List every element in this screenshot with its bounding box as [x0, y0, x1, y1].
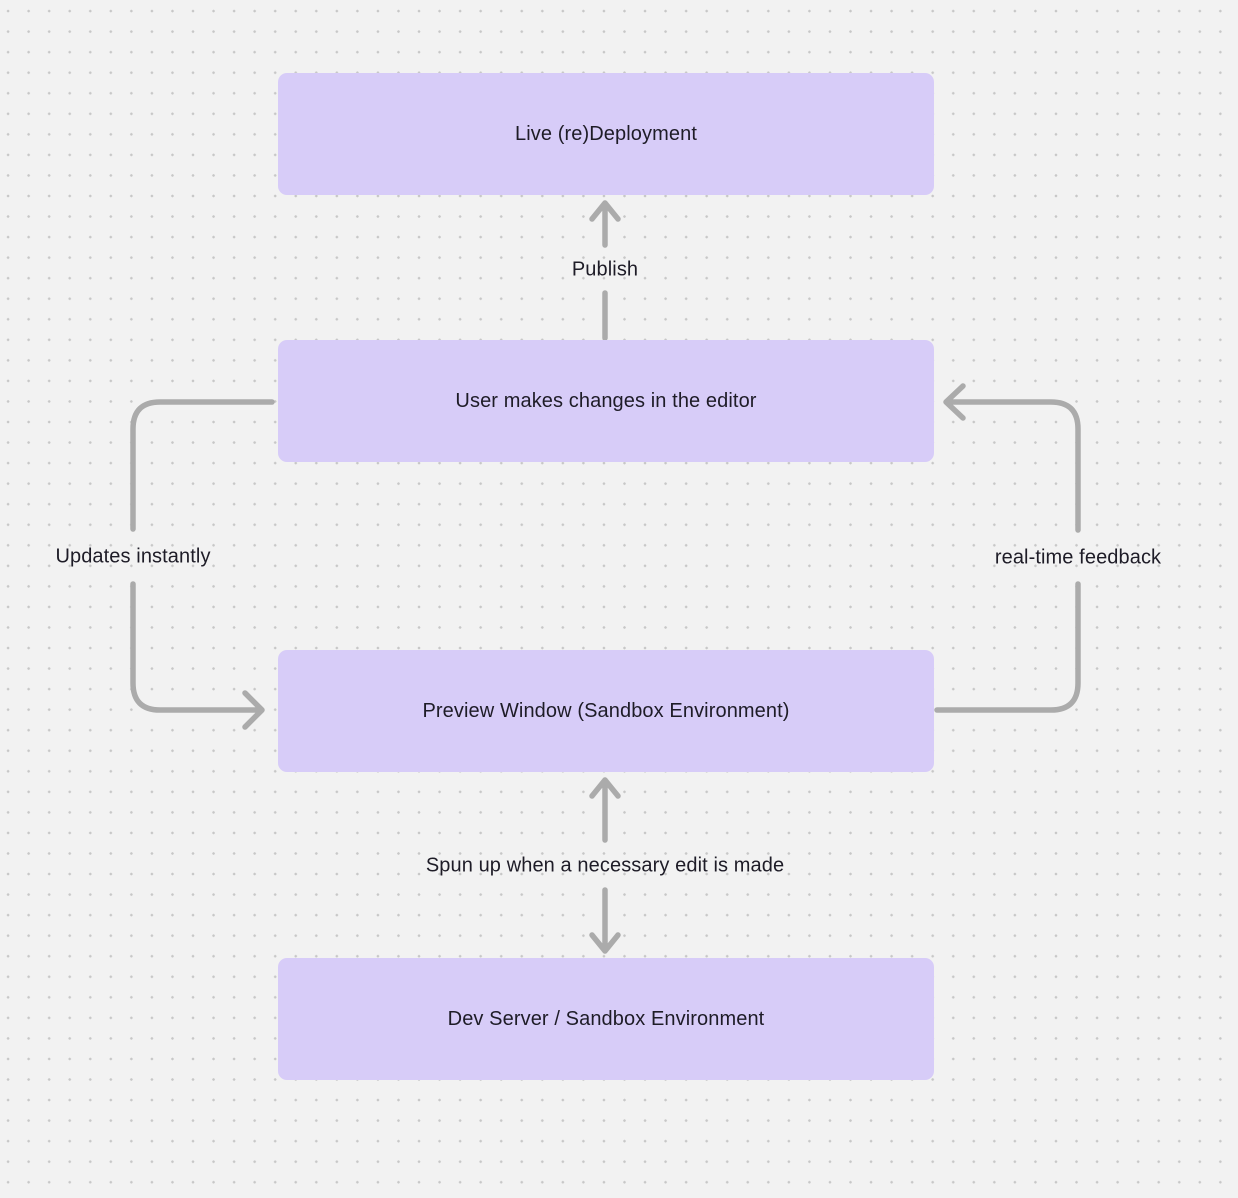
node-preview-window[interactable]: Preview Window (Sandbox Environment): [278, 650, 934, 772]
edge-label-updates-instantly[interactable]: Updates instantly: [55, 545, 211, 568]
edge-publish-arrow[interactable]: [589, 200, 621, 341]
node-dev-server-label: Dev Server / Sandbox Environment: [447, 1007, 765, 1030]
node-live-redeployment-label: Live (re)Deployment: [515, 122, 697, 145]
edge-realtime-feedback-arrow[interactable]: [934, 383, 1081, 713]
edge-label-publish[interactable]: Publish: [571, 258, 639, 281]
edge-label-real-time-feedback[interactable]: real-time feedback: [994, 546, 1162, 569]
node-user-editor-label: User makes changes in the editor: [455, 389, 757, 412]
node-dev-server[interactable]: Dev Server / Sandbox Environment: [278, 958, 934, 1080]
node-user-editor[interactable]: User makes changes in the editor: [278, 340, 934, 462]
edge-spun-up-arrow[interactable]: [589, 777, 621, 954]
node-live-redeployment[interactable]: Live (re)Deployment: [278, 73, 934, 195]
edge-updates-instantly-arrow[interactable]: [130, 399, 275, 730]
node-preview-window-label: Preview Window (Sandbox Environment): [422, 699, 790, 722]
edge-label-spun-up[interactable]: Spun up when a necessary edit is made: [425, 854, 785, 877]
